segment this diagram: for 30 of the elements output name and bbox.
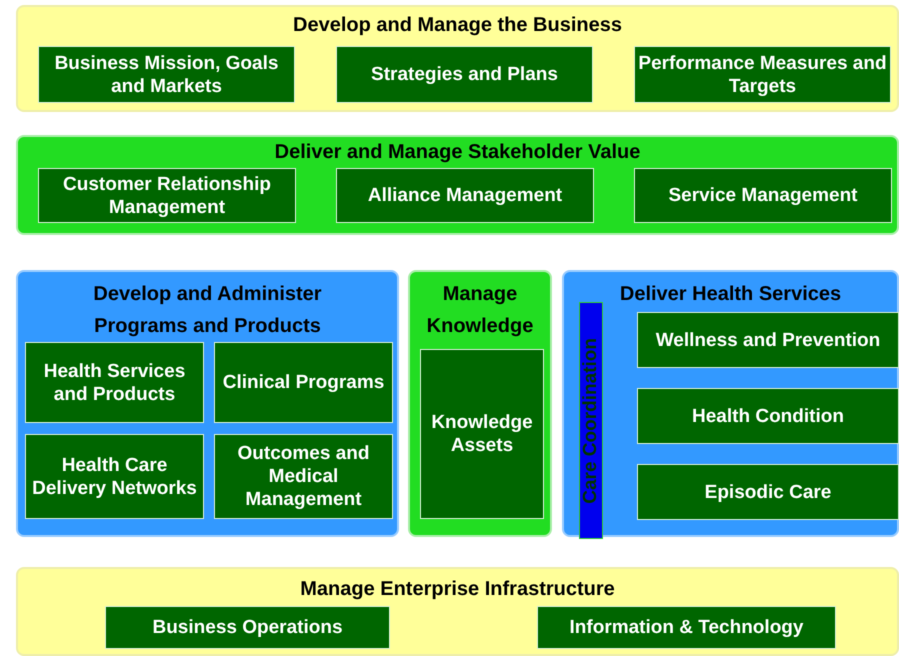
group-panel	[16, 567, 899, 656]
bar-label: Care Coordination	[580, 338, 602, 504]
process-box: Health Services and Products	[25, 342, 204, 423]
process-box: Customer Relationship Management	[38, 168, 296, 223]
group-panel	[16, 135, 899, 235]
panel-title: Develop and Manage the Business	[292, 13, 623, 38]
panel-title: Deliver and Manage Stakeholder Value	[274, 140, 642, 165]
process-box: Business Operations	[105, 606, 390, 649]
group-panel	[16, 270, 399, 537]
process-box: Business Mission, Goals and Markets	[38, 46, 295, 103]
panel-title: Deliver Health Services	[618, 282, 842, 307]
process-box: Alliance Management	[336, 168, 594, 223]
coordination-bar	[579, 302, 603, 539]
group-panel	[16, 5, 899, 112]
process-box: Episodic Care	[637, 464, 899, 520]
group-panel	[408, 270, 552, 537]
process-box: Health Care Delivery Networks	[25, 434, 204, 519]
process-box: Knowledge Assets	[420, 349, 544, 519]
process-box: Performance Measures and Targets	[634, 46, 891, 103]
process-box: Information & Technology	[537, 606, 836, 649]
panel-title: Manage Enterprise Infrastructure	[299, 577, 616, 602]
panel-title: Develop and Administer Programs and Products	[92, 282, 323, 339]
group-panel	[562, 270, 899, 537]
process-box: Health Condition	[637, 388, 899, 444]
process-box: Strategies and Plans	[336, 46, 593, 103]
panel-title: Manage Knowledge	[426, 282, 534, 339]
process-box: Clinical Programs	[214, 342, 393, 423]
process-box: Service Management	[634, 168, 892, 223]
process-box: Outcomes and Medical Management	[214, 434, 393, 519]
process-box: Wellness and Prevention	[637, 312, 899, 368]
